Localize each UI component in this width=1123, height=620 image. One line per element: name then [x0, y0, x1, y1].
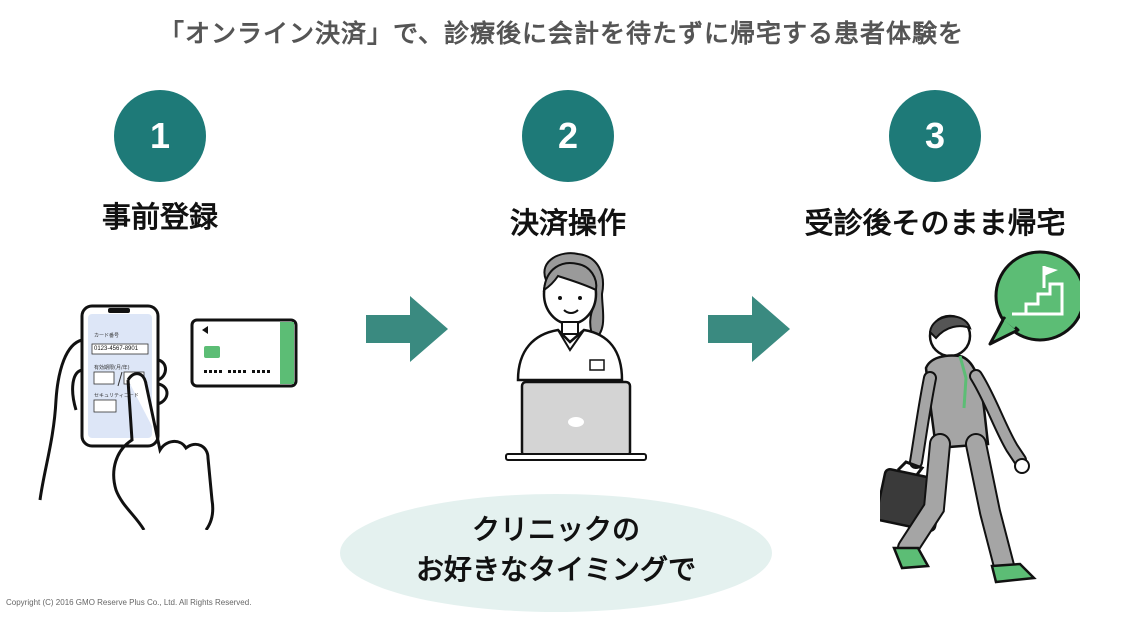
step-2-number: 2	[522, 90, 614, 182]
bubble-line-1: クリニックの	[471, 513, 640, 546]
card-number-value: 0123-4567-8901	[94, 346, 139, 352]
phone-registration-illustration: カード番号 0123-4567-8901 有効期限(月/年) セキュリティコード	[36, 300, 306, 530]
bubble-line-2: お好きなタイミングで	[415, 553, 696, 586]
step-2-label: 決済操作	[509, 206, 626, 240]
timing-bubble-text: クリニックの お好きなタイミングで	[340, 510, 772, 590]
expiry-label: 有効期限(月/年)	[94, 365, 130, 371]
timing-bubble	[340, 494, 772, 612]
arrow-right-icon	[366, 296, 448, 362]
headline: 「オンライン決済」で、診療後に会計を待たずに帰宅する患者体験を	[158, 19, 964, 48]
copyright: Copyright (C) 2016 GMO Reserve Plus Co.,…	[6, 598, 252, 607]
step-3-number: 3	[889, 90, 981, 182]
step-1-label: 事前登録	[101, 200, 218, 234]
card-number-label: カード番号	[94, 333, 120, 339]
step-3-label: 受診後そのまま帰宅	[804, 206, 1066, 240]
security-code-label: セキュリティコード	[94, 393, 139, 399]
hand-phone-icon	[38, 304, 298, 530]
arrow-right-icon	[708, 296, 790, 362]
step-1-number: 1	[114, 90, 206, 182]
staff-laptop-illustration	[505, 252, 647, 461]
walking-home-illustration	[880, 250, 1080, 584]
